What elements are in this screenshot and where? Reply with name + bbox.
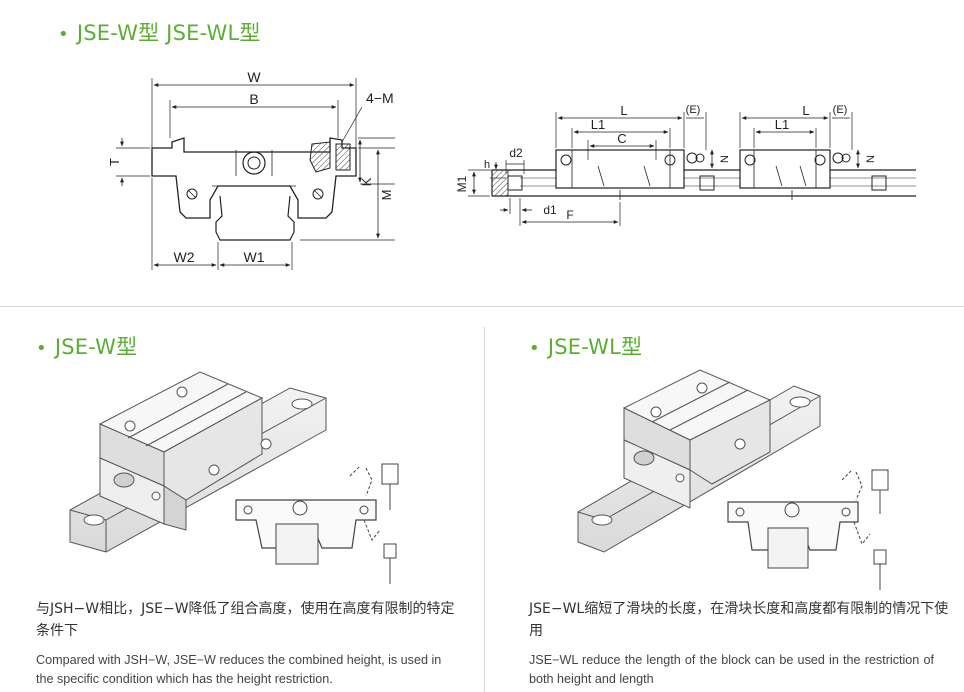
dim-label-l: L — [620, 103, 627, 118]
dim-label-m: M — [379, 190, 394, 201]
section-title-jse-wl: • JSE-WL型 — [529, 331, 642, 361]
dim-label-e: (E) — [833, 104, 848, 116]
dim-label-k: K — [359, 177, 374, 186]
dim-label-n: N — [865, 155, 877, 163]
section-title-top: • JSE-W型 JSE-WL型 — [58, 17, 261, 47]
dim-label-c: C — [617, 131, 626, 146]
dim-label-t: T — [107, 158, 122, 166]
jse-wl-description-cn: JSE−WL缩短了滑块的长度，在滑块长度和高度都有限制的情况下使用 — [529, 601, 949, 639]
dim-label-h: h — [484, 159, 490, 171]
section-title-jse-w: • JSE-W型 — [36, 331, 137, 361]
dim-label-f: F — [566, 208, 573, 222]
bullet-icon: • — [529, 338, 540, 359]
dim-label-w1: W1 — [244, 249, 265, 265]
dim-label-b: B — [249, 91, 258, 107]
side-view-drawing — [468, 112, 916, 226]
dim-label-e: (E) — [686, 104, 701, 116]
dim-label-l: L — [802, 103, 809, 118]
bullet-icon: • — [58, 24, 69, 45]
section-title-text: JSE-WL型 — [547, 335, 643, 359]
jse-w-description-cn: 与JSH−W相比，JSE−W降低了组合高度，使用在高度有限制的特定条件下 — [36, 601, 455, 639]
jse-w-description-en: Compared with JSH−W, JSE−W reduces the c… — [36, 653, 442, 686]
dim-label-l1: L1 — [775, 117, 789, 132]
dim-label-m1: M1 — [455, 175, 469, 192]
front-view-drawing — [116, 78, 395, 270]
dim-label-w: W — [247, 69, 261, 85]
vertical-divider — [484, 327, 485, 692]
jse-wl-description-en: JSE−WL reduce the length of the block ca… — [529, 653, 934, 686]
jse-w-product-illustration — [69, 371, 327, 553]
bullet-icon: • — [36, 338, 47, 359]
jse-wl-cross-section — [727, 469, 889, 590]
section-title-text: JSE-W型 — [54, 335, 138, 359]
dim-label-d1: d1 — [543, 203, 557, 217]
section-title-text: JSE-W型 JSE-WL型 — [76, 21, 261, 45]
jse-w-cross-section — [235, 463, 399, 584]
dim-label-w2: W2 — [174, 249, 195, 265]
dim-label-4m: 4−M — [366, 90, 394, 106]
dim-label-n: N — [719, 155, 731, 163]
dim-label-d2: d2 — [509, 146, 523, 160]
jse-wl-product-illustration — [577, 369, 821, 553]
horizontal-divider — [0, 306, 964, 307]
dim-label-l1: L1 — [591, 117, 605, 132]
